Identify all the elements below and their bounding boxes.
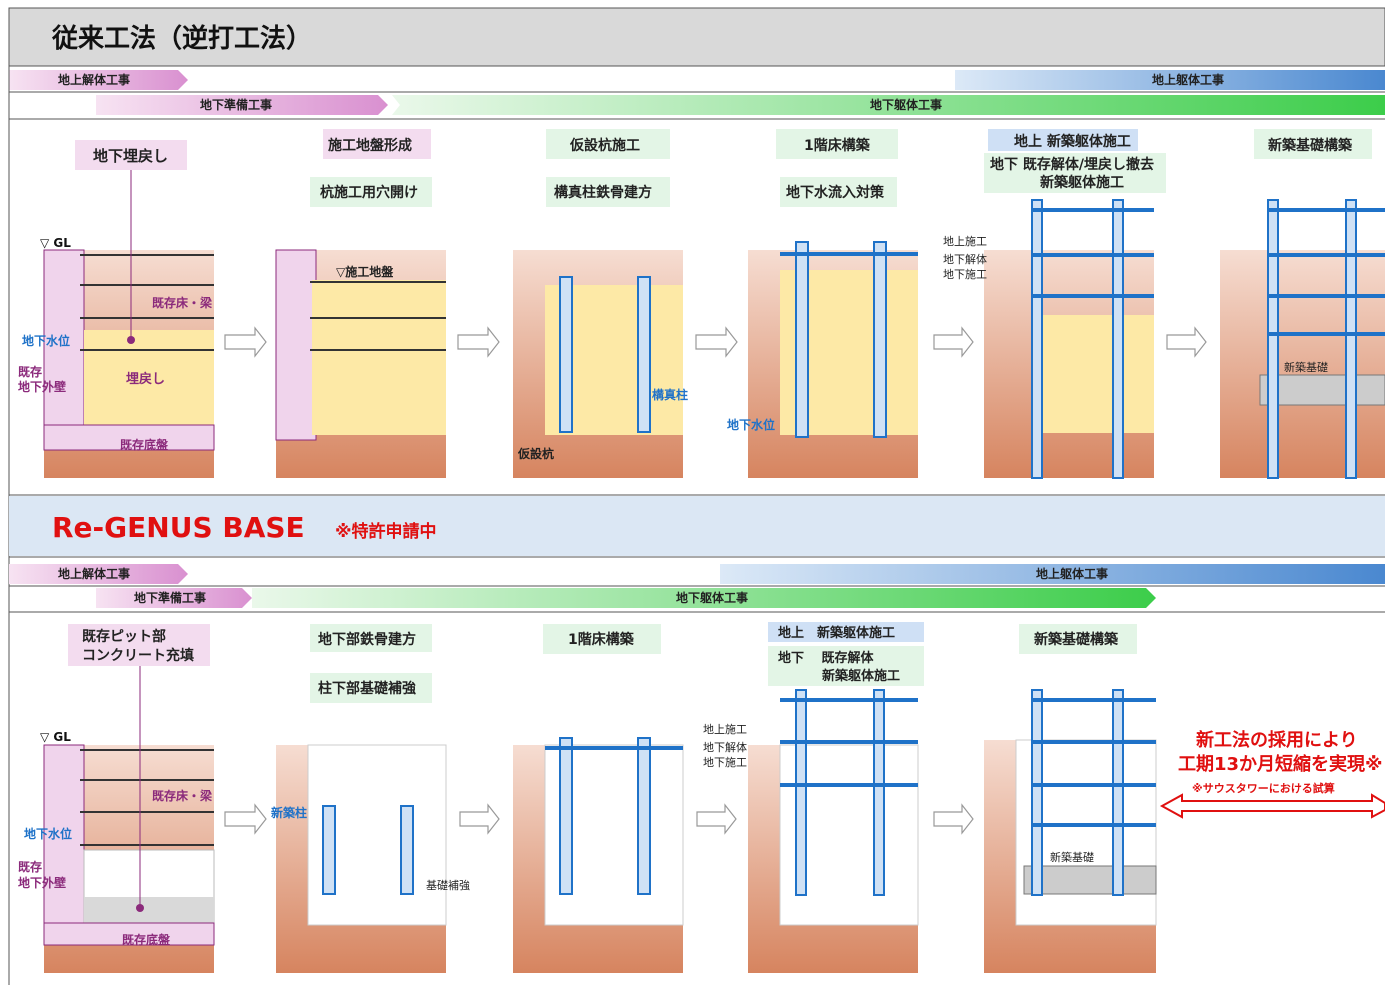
svg-text:既存ピット部: 既存ピット部 bbox=[82, 628, 166, 645]
svg-text:構真柱鉄骨建方: 構真柱鉄骨建方 bbox=[554, 184, 652, 201]
arrow-right-icon bbox=[459, 803, 500, 835]
s1-step6: 新築基礎構築 新築基礎 bbox=[1220, 129, 1385, 479]
svg-text:コンクリート充填: コンクリート充填 bbox=[82, 647, 194, 664]
svg-text:地上 新築躯体施工: 地上 新築躯体施工 bbox=[778, 625, 895, 641]
svg-text:地下解体: 地下解体 bbox=[943, 252, 987, 266]
s1-step1: 地下埋戻し ▽ GL 既存床・梁 地下水位 既存 地下外壁 埋戻し 既存底盤 bbox=[18, 140, 215, 478]
result-callout: 新工法の採用により 工期13か月短縮を実現※ ※サウスタワーにおける試算 bbox=[1159, 729, 1385, 819]
svg-text:仮設杭施工: 仮設杭施工 bbox=[569, 137, 640, 154]
s1-step4: 1階床構築 地下水流入対策 地下水位 bbox=[727, 129, 918, 478]
svg-text:新築基礎構築: 新築基礎構築 bbox=[1268, 137, 1353, 154]
section1-title: 従来工法（逆打工法） bbox=[51, 23, 312, 54]
svg-text:地下外壁: 地下外壁 bbox=[18, 875, 66, 890]
svg-text:地上施工: 地上施工 bbox=[703, 723, 747, 736]
svg-text:1階床構築: 1階床構築 bbox=[804, 137, 871, 154]
svg-text:基礎補強: 基礎補強 bbox=[426, 879, 470, 892]
bar-prep-below bbox=[96, 95, 388, 115]
bar-structure-above bbox=[955, 70, 1385, 90]
bar-demolition-above-label: 地上解体工事 bbox=[58, 72, 130, 87]
svg-text:仮設杭: 仮設杭 bbox=[517, 446, 554, 461]
svg-text:地下 既存解体/埋戻し撤去: 地下 既存解体/埋戻し撤去 bbox=[990, 156, 1154, 173]
bar2-structure-above bbox=[720, 564, 1385, 584]
s2-step1: 既存ピット部 コンクリート充填 ▽ GL 既存床・梁 地下水位 既存 地下外壁 … bbox=[18, 624, 215, 973]
svg-text:▽ GL: ▽ GL bbox=[40, 236, 71, 250]
bar2-structure-below bbox=[252, 588, 1156, 608]
result-line2: 工期13か月短縮を実現※ bbox=[1178, 753, 1383, 775]
arrow-right-icon bbox=[696, 803, 737, 835]
svg-text:地上躯体工事: 地上躯体工事 bbox=[1036, 566, 1108, 581]
svg-text:既存: 既存 bbox=[18, 364, 42, 379]
arrow-right-icon bbox=[457, 326, 500, 358]
s2-step5: 新築基礎構築 新築基礎 bbox=[984, 624, 1157, 973]
bar-prep-below-label: 地下準備工事 bbox=[200, 97, 272, 112]
svg-text:地上 新築躯体施工: 地上 新築躯体施工 bbox=[1014, 133, 1131, 150]
bar-structure-below bbox=[392, 95, 1385, 115]
bar2-prep-below bbox=[96, 588, 252, 608]
arrow-right-icon bbox=[933, 803, 974, 835]
svg-text:▽ GL: ▽ GL bbox=[40, 730, 71, 744]
section2-header bbox=[9, 496, 1385, 556]
svg-text:杭施工用穴開け: 杭施工用穴開け bbox=[320, 184, 418, 201]
svg-text:地下 既存解体: 地下 既存解体 bbox=[778, 650, 875, 666]
arrow-right-icon bbox=[933, 326, 974, 358]
s2-step3: 1階床構築 bbox=[513, 624, 684, 973]
bar-demolition-above bbox=[9, 70, 188, 90]
s1-step5: 地上 新築躯体施工 地下 既存解体/埋戻し撤去 新築躯体施工 地上施工 地下解体… bbox=[943, 129, 1166, 479]
svg-text:構真柱: 構真柱 bbox=[652, 387, 688, 402]
svg-text:地下水位: 地下水位 bbox=[727, 417, 775, 432]
svg-text:施工地盤形成: 施工地盤形成 bbox=[328, 137, 412, 154]
arrow-right-icon bbox=[1166, 326, 1207, 358]
svg-text:地下水位: 地下水位 bbox=[22, 333, 70, 348]
svg-text:地下水位: 地下水位 bbox=[24, 826, 72, 841]
svg-text:地下躯体工事: 地下躯体工事 bbox=[676, 590, 748, 605]
s1-step1-title: 地下埋戻し bbox=[93, 147, 168, 165]
svg-text:新築基礎構築: 新築基礎構築 bbox=[1034, 631, 1119, 648]
svg-text:地下施工: 地下施工 bbox=[943, 268, 987, 281]
svg-text:埋戻し: 埋戻し bbox=[126, 371, 165, 387]
svg-text:1階床構築: 1階床構築 bbox=[568, 631, 635, 648]
svg-text:地下解体: 地下解体 bbox=[703, 740, 747, 754]
double-arrow-icon bbox=[1159, 793, 1385, 819]
svg-text:新築躯体施工: 新築躯体施工 bbox=[1040, 174, 1124, 191]
svg-text:新築柱: 新築柱 bbox=[271, 805, 307, 820]
svg-text:地下水流入対策: 地下水流入対策 bbox=[786, 184, 885, 201]
svg-text:新築基礎: 新築基礎 bbox=[1050, 850, 1094, 864]
patent-note: ※特許申請中 bbox=[335, 521, 437, 542]
arrow-right-icon bbox=[695, 326, 738, 358]
section1-header bbox=[8, 7, 1385, 67]
svg-text:既存底盤: 既存底盤 bbox=[120, 437, 169, 452]
svg-text:柱下部基礎補強: 柱下部基礎補強 bbox=[318, 680, 416, 697]
svg-text:地下部鉄骨建方: 地下部鉄骨建方 bbox=[318, 631, 416, 648]
s1-step2: 施工地盤形成 杭施工用穴開け ▽施工地盤 bbox=[275, 129, 446, 478]
bar-structure-above-label: 地上躯体工事 bbox=[1152, 72, 1224, 87]
svg-text:既存: 既存 bbox=[18, 859, 42, 874]
svg-text:地下施工: 地下施工 bbox=[703, 756, 747, 769]
svg-text:地下準備工事: 地下準備工事 bbox=[134, 590, 206, 605]
svg-text:既存底盤: 既存底盤 bbox=[122, 932, 171, 947]
svg-text:▽施工地盤: ▽施工地盤 bbox=[336, 264, 394, 279]
section2-title: Re-GENUS BASE bbox=[52, 511, 305, 544]
svg-text:地下外壁: 地下外壁 bbox=[18, 379, 66, 394]
svg-text:新築基礎: 新築基礎 bbox=[1284, 360, 1328, 374]
svg-text:地上解体工事: 地上解体工事 bbox=[58, 566, 130, 581]
svg-text:既存床・梁: 既存床・梁 bbox=[152, 295, 212, 310]
svg-text:既存床・梁: 既存床・梁 bbox=[152, 788, 212, 803]
arrow-right-icon bbox=[224, 803, 267, 835]
bar2-demolition-above bbox=[9, 564, 188, 584]
result-line1: 新工法の採用により bbox=[1196, 729, 1358, 751]
svg-text:地上施工: 地上施工 bbox=[943, 235, 987, 248]
s2-step2: 地下部鉄骨建方 柱下部基礎補強 新築柱 基礎補強 bbox=[271, 624, 470, 973]
svg-text:新築躯体施工: 新築躯体施工 bbox=[822, 668, 900, 684]
s1-step3: 仮設杭施工 構真柱鉄骨建方 構真柱 仮設杭 bbox=[513, 129, 688, 478]
s2-step4: 地上 新築躯体施工 地下 既存解体 新築躯体施工 地上施工 地下解体 地下施工 bbox=[703, 622, 924, 973]
result-note: ※サウスタワーにおける試算 bbox=[1192, 781, 1335, 795]
bar-structure-below-label: 地下躯体工事 bbox=[870, 97, 942, 112]
arrow-right-icon bbox=[224, 326, 267, 358]
